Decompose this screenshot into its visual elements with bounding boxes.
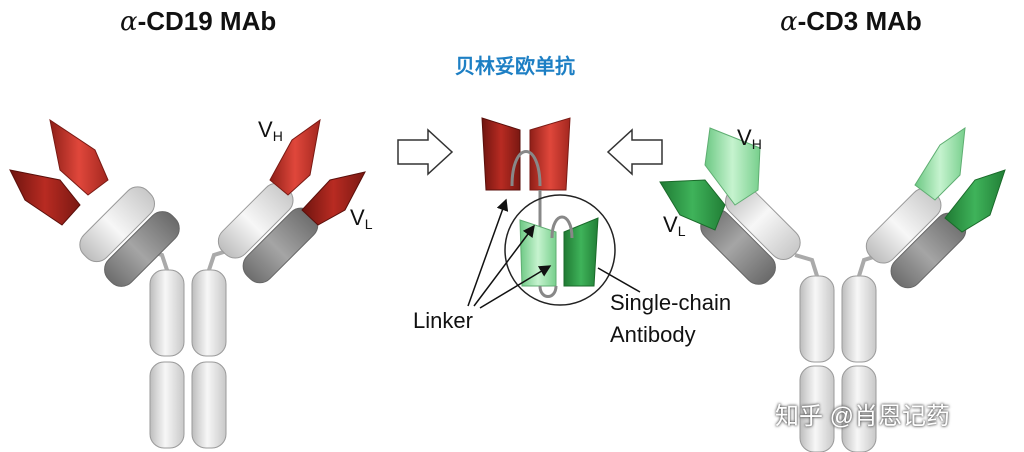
vh-main: V (737, 125, 752, 150)
right-arm-left-vh (704, 127, 761, 206)
vl-sub: L (677, 223, 686, 239)
vh-sub: H (272, 128, 283, 144)
scfv-red-left (481, 117, 521, 191)
left-arm-left-cl (104, 211, 180, 287)
right-hollow-arrow (606, 128, 663, 176)
linker-label: Linker (413, 308, 473, 333)
vl-main: V (663, 212, 678, 237)
alpha-symbol: α (780, 7, 798, 37)
scfv-green-dark (563, 217, 599, 287)
right-title-text: -CD3 MAb (797, 6, 922, 36)
scfv-red-right (529, 117, 571, 191)
left-title-text: -CD19 MAb (137, 6, 277, 36)
left-antibody-title: α-CD19 MAb (120, 6, 276, 37)
left-arm-right-vh (269, 118, 321, 196)
alpha-symbol: α (120, 7, 138, 37)
left-fc-lower-1 (149, 361, 185, 449)
scfv-green-light (519, 219, 557, 287)
right-arm-left-vl (659, 179, 726, 231)
right-fc-lower-1 (799, 365, 835, 452)
right-fc-upper-1 (799, 275, 835, 363)
left-arm-left-vh (49, 118, 109, 196)
left-arm-right-vl (301, 171, 366, 226)
single-chain-label-line1: Single-chain (610, 290, 732, 315)
right-antibody-title: α-CD3 MAb (780, 6, 922, 37)
single-chain-circle (504, 194, 616, 306)
left-arm-left-ch1 (79, 186, 156, 263)
left-fc-upper-2 (191, 269, 227, 357)
left-antibody (9, 118, 366, 449)
right-fc-lower-2 (841, 365, 877, 452)
vl-sub: L (364, 216, 373, 232)
vl-label-left: VL (350, 205, 372, 232)
right-fc-upper-2 (841, 275, 877, 363)
vl-main: V (350, 205, 365, 230)
vh-main: V (258, 117, 273, 142)
right-arm-right-vh (914, 126, 966, 201)
single-chain-label-line2: Antibody (610, 322, 696, 347)
left-fc-lower-2 (191, 361, 227, 449)
vh-label-left: VH (258, 117, 283, 144)
left-fc-upper-1 (149, 269, 185, 357)
right-antibody (659, 126, 1006, 452)
center-bispecific (397, 117, 663, 309)
vh-sub: H (751, 136, 762, 152)
left-arm-left-vl (9, 169, 81, 226)
left-hollow-arrow (397, 128, 454, 176)
right-arm-right-vl (944, 169, 1006, 233)
watermark: 知乎 @肖恩记药 (775, 403, 951, 430)
center-title: 贝林妥欧单抗 (455, 56, 575, 78)
vl-label-right: VL (663, 212, 685, 239)
vh-label-right: VH (737, 125, 762, 152)
